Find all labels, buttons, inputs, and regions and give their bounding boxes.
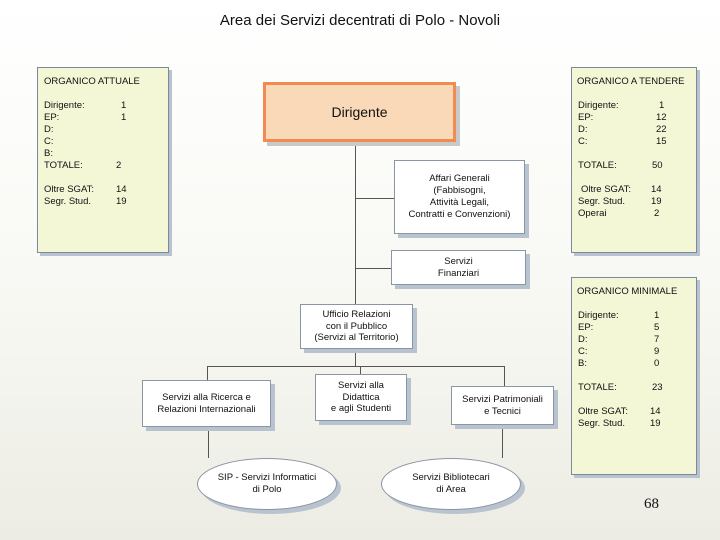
attuale-row-label: EP: — [44, 112, 60, 123]
tendere-row-label: C: — [578, 136, 588, 147]
connector-finanziari — [355, 268, 392, 269]
organico-attuale-panel: ORGANICO ATTUALE Dirigente: 1 EP: 1 D: C… — [37, 67, 169, 253]
tendere-row-value: 50 — [652, 160, 663, 171]
tendere-row-value: 19 — [651, 196, 662, 207]
attuale-row-label: D: — [44, 124, 54, 135]
connector-didattica — [360, 366, 361, 374]
tendere-row-label: TOTALE: — [578, 160, 617, 171]
dirigente-box: Dirigente — [263, 82, 456, 142]
minimale-row-label: TOTALE: — [578, 382, 617, 393]
attuale-row-label: B: — [44, 148, 53, 159]
attuale-row-value: 14 — [116, 184, 127, 195]
servizi-patrimoniali-box: Servizi Patrimoniali e Tecnici — [451, 386, 554, 425]
attuale-row-value: 1 — [121, 100, 127, 111]
connector-biblioteche — [502, 424, 503, 458]
organico-a-tendere-panel: ORGANICO A TENDERE Dirigente: 1 EP: 12 D… — [571, 67, 697, 253]
tendere-row-label: Operai — [578, 208, 607, 219]
tendere-row-value: 12 — [656, 112, 667, 123]
attuale-row-label: Oltre SGAT: — [44, 184, 94, 195]
tendere-row-label: EP: — [578, 112, 594, 123]
minimale-row-value: 14 — [650, 406, 661, 417]
tendere-row-label: Oltre SGAT: — [581, 184, 631, 195]
minimale-row-label: C: — [578, 346, 588, 357]
attuale-row-label: Dirigente: — [44, 100, 85, 111]
servizi-ricerca-box: Servizi alla Ricerca e Relazioni Interna… — [142, 380, 271, 427]
organico-a-tendere-title: ORGANICO A TENDERE — [577, 76, 685, 87]
minimale-row-label: Segr. Stud. — [578, 418, 626, 429]
connector-horizontal — [207, 366, 504, 367]
minimale-row-value: 1 — [654, 310, 660, 321]
minimale-row-label: D: — [578, 334, 588, 345]
organico-minimale-panel: ORGANICO MINIMALE Dirigente: 1 EP: 5 D: … — [571, 277, 697, 475]
attuale-row-label: TOTALE: — [44, 160, 83, 171]
tendere-row-value: 14 — [651, 184, 662, 195]
connector-ricerca — [207, 366, 208, 380]
minimale-row-value: 23 — [652, 382, 663, 393]
servizi-didattica-box: Servizi alla Didattica e agli Studenti — [315, 374, 407, 421]
servizi-finanziari-box: Servizi Finanziari — [391, 250, 526, 285]
tendere-row-label: D: — [578, 124, 588, 135]
connector-patrimoniali — [504, 366, 505, 386]
ufficio-relazioni-box: Ufficio Relazioni con il Pubblico (Servi… — [300, 304, 413, 349]
connector-affari — [355, 198, 395, 199]
connector-main-vertical — [355, 138, 356, 310]
tendere-row-label: Dirigente: — [578, 100, 619, 111]
organico-minimale-title: ORGANICO MINIMALE — [577, 286, 678, 297]
attuale-row-value: 2 — [116, 160, 122, 171]
tendere-row-value: 1 — [659, 100, 665, 111]
page-number: 68 — [644, 496, 659, 512]
minimale-row-value: 5 — [654, 322, 660, 333]
minimale-row-label: Dirigente: — [578, 310, 619, 321]
attuale-row-value: 1 — [121, 112, 127, 123]
tendere-row-value: 15 — [656, 136, 667, 147]
servizi-bibliotecari-ellipse: Servizi Bibliotecari di Area — [381, 458, 521, 510]
minimale-row-label: B: — [578, 358, 587, 369]
attuale-row-value: 19 — [116, 196, 127, 207]
organico-attuale-title: ORGANICO ATTUALE — [44, 76, 140, 87]
sip-ellipse: SIP - Servizi Informatici di Polo — [197, 458, 337, 510]
connector-lower-vertical — [355, 348, 356, 366]
attuale-row-label: Segr. Stud. — [44, 196, 92, 207]
page-title: Area dei Servizi decentrati di Polo - No… — [219, 12, 501, 29]
minimale-row-value: 9 — [654, 346, 660, 357]
minimale-row-value: 0 — [654, 358, 660, 369]
tendere-row-value: 2 — [654, 208, 660, 219]
attuale-row-label: C: — [44, 136, 54, 147]
affari-generali-box: Affari Generali (Fabbisogni, Attività Le… — [394, 160, 525, 234]
minimale-row-value: 19 — [650, 418, 661, 429]
minimale-row-value: 7 — [654, 334, 660, 345]
connector-sip — [208, 428, 209, 458]
tendere-row-label: Segr. Stud. — [578, 196, 626, 207]
minimale-row-label: Oltre SGAT: — [578, 406, 628, 417]
tendere-row-value: 22 — [656, 124, 667, 135]
minimale-row-label: EP: — [578, 322, 594, 333]
